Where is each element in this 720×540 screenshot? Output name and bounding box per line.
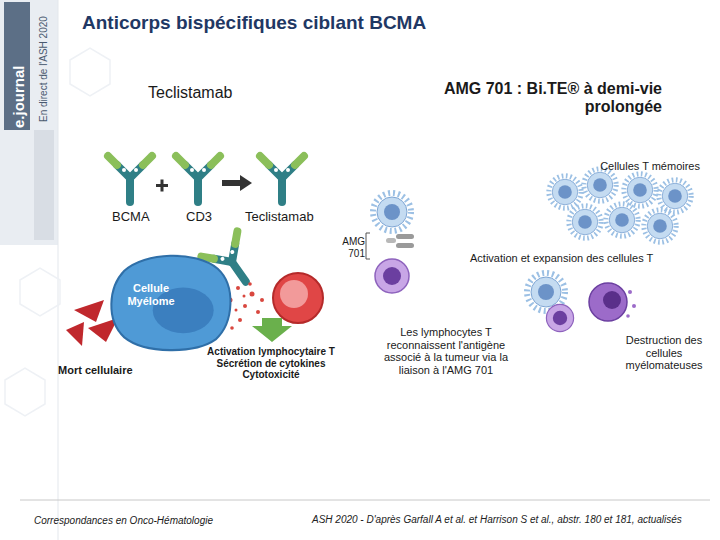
heading: AMG 701 : Bi.TE® à demi-vie prolongée [400, 80, 662, 117]
cell-label: Cellules T mémoires [600, 160, 700, 173]
heading: Teclistamab [148, 84, 232, 102]
slide-title: Anticorps bispécifiques ciblant BCMA [82, 12, 426, 34]
process-label: Activation et expansion des cellules T [470, 252, 700, 265]
node-text: Cellule Myélome [122, 282, 180, 307]
drug-label: AMG 701 [333, 236, 365, 259]
mechanism-text: Les lymphocytes T reconnaissent l'antigè… [368, 326, 524, 377]
myeloma-cell: Cellule Myélome [104, 250, 236, 354]
source-caption: ASH 2020 - D'après Garfall A et al. et H… [312, 514, 682, 526]
antigen-label: CD3 [186, 210, 212, 225]
antigen-label: BCMA [112, 210, 150, 225]
effect-label: Mort cellulaire [58, 364, 133, 377]
cell-body [111, 256, 230, 350]
effect-label: Activation lymphocytaire T Sécrétion de … [196, 346, 346, 381]
journal-logo: e.journal [10, 65, 27, 128]
effect-label: Destruction des cellules myélomateuses [608, 334, 720, 372]
banner-text: En direct de l'ASH 2020 [38, 16, 50, 122]
journal-name: Correspondances en Onco-Hématologie [34, 515, 213, 527]
drug-label: Teclistamab [245, 210, 314, 225]
cell-nucleus [153, 287, 214, 333]
